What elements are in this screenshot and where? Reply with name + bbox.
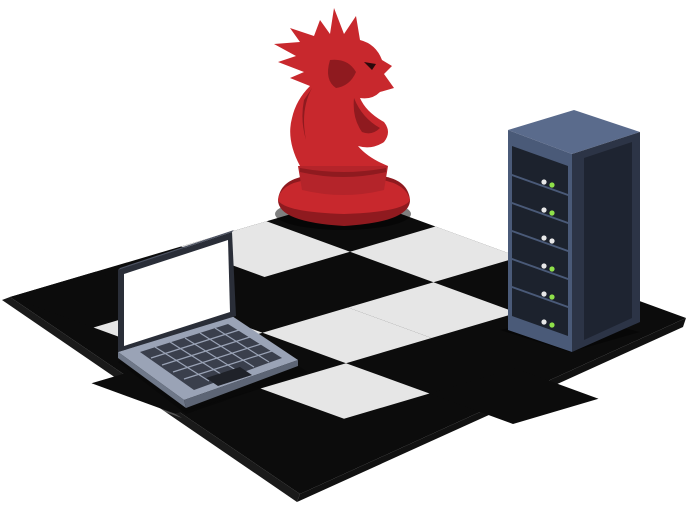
dragon-knight-icon — [274, 8, 411, 230]
laptop-icon — [118, 230, 308, 414]
server-status-leds — [541, 179, 555, 328]
server-rack-icon — [500, 110, 640, 352]
